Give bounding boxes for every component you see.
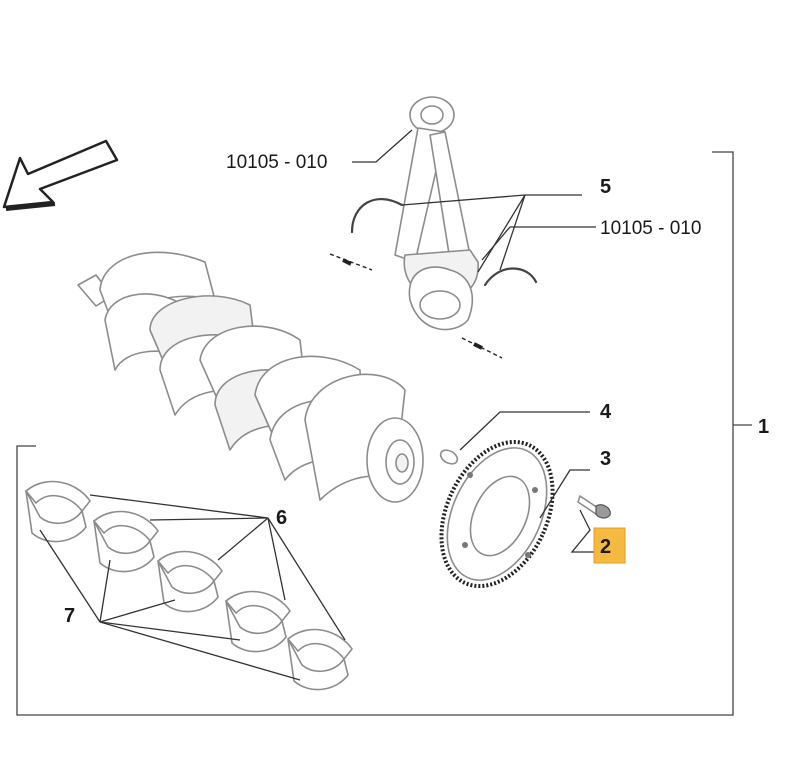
item-label-2: 2 (600, 536, 611, 558)
rod-bearing-shells (350, 198, 538, 331)
flywheel-ring-gear (439, 439, 555, 589)
item-label-3: 3 (600, 448, 611, 470)
item-label-6: 6 (276, 507, 287, 529)
assembly-frame (16, 151, 734, 716)
leader-lines (39, 129, 598, 681)
main-bearing-shells (25, 480, 353, 691)
item-label-1: 1 (758, 416, 769, 438)
item-label-4: 4 (600, 401, 612, 423)
direction-arrow-icon (2, 139, 119, 211)
item-label-7: 7 (64, 605, 75, 627)
flywheel-bolt (577, 495, 611, 519)
dowel-pin (439, 449, 459, 465)
highlight-box (593, 527, 626, 564)
ref-label-right: 10105 - 010 (600, 218, 701, 239)
bolt-marker-bottom (461, 337, 503, 359)
item-label-5: 5 (600, 176, 611, 198)
ref-label-top: 10105 - 010 (226, 152, 327, 173)
crankshaft (77, 251, 424, 503)
bolt-marker-top (329, 253, 373, 271)
